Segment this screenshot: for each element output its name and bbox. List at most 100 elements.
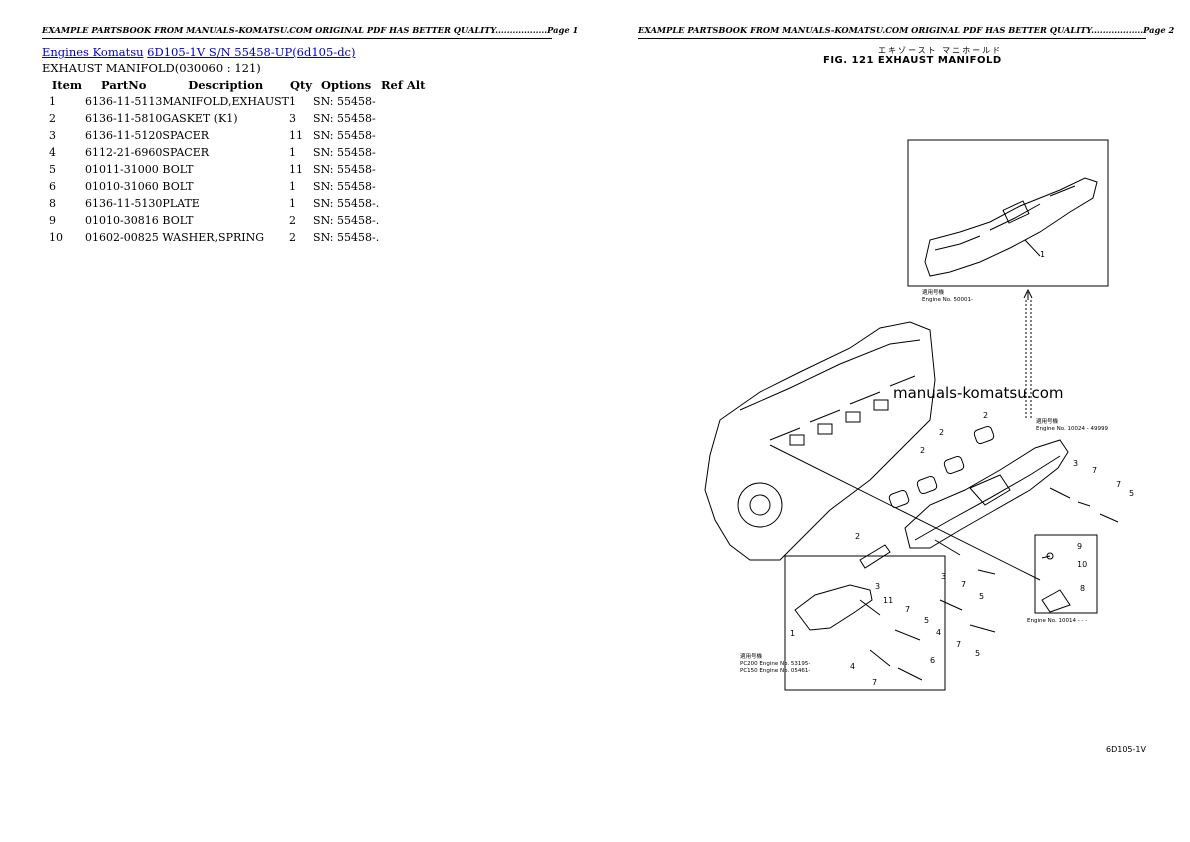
cell-partno: 01011-31000 (85, 163, 159, 176)
callout-label: 5 (924, 616, 930, 625)
callout-label: 2 (983, 411, 989, 420)
cell-options: SN: 55458-. (313, 214, 380, 227)
col-header-options: Options (321, 77, 372, 92)
table-row: 4 6112-21-6960 SPACER 1 SN: 55458- (42, 144, 427, 161)
cell-options: SN: 55458- (313, 95, 376, 108)
gasket (916, 475, 938, 495)
callout-label: 7 (872, 678, 878, 687)
cell-options: SN: 55458- (313, 129, 376, 142)
note-lower-right: Engine No. 10014 - - - (1027, 618, 1088, 624)
cell-partno: 6136-11-5810 (85, 112, 163, 125)
cell-options: SN: 55458- (313, 146, 376, 159)
figure-title: FIG. 121 EXHAUST MANIFOLD (823, 55, 1002, 66)
cell-item: 9 (49, 214, 56, 227)
cell-qty: 11 (289, 129, 304, 142)
callout-label: 4 (850, 662, 856, 671)
manifold-main (904, 439, 1069, 549)
cell-item: 3 (49, 129, 56, 142)
figure-title-japanese: エキゾースト マニホールド (878, 46, 1003, 55)
gasket (888, 489, 910, 509)
arrow-up (1023, 288, 1033, 300)
cell-description: SPACER (162, 129, 210, 142)
table-header-row: Item PartNo Description Qty Options Ref … (42, 76, 427, 93)
callout-label: 3 (941, 572, 947, 581)
watermark: manuals-komatsu.com (893, 384, 1064, 402)
section-subtitle: EXHAUST MANIFOLD(030060 : 121) (42, 61, 261, 75)
table-row: 2 6136-11-5810 GASKET (K1) 3 SN: 55458- (42, 110, 427, 127)
cell-refalt (379, 161, 427, 178)
cell-qty: 3 (289, 112, 297, 125)
callout-label: 1 (790, 629, 796, 638)
callout-label: 5 (1129, 489, 1135, 498)
cell-refalt (379, 212, 427, 229)
callout-label: 3 (1073, 459, 1079, 468)
cell-options: SN: 55458- (313, 112, 376, 125)
cell-item: 5 (49, 163, 56, 176)
callout-label: 8 (1080, 584, 1086, 593)
parts-table: Item PartNo Description Qty Options Ref … (42, 76, 427, 246)
engine-block (704, 321, 936, 561)
callout-label: 5 (975, 649, 981, 658)
table-row: 3 6136-11-5120 SPACER 11 SN: 55458- (42, 127, 427, 144)
cell-description: WASHER,SPRING (162, 231, 265, 244)
callout-label: 10 (1077, 560, 1088, 569)
cell-refalt (379, 229, 427, 246)
callout-label: 4 (936, 628, 942, 637)
cell-partno: 6136-11-5120 (85, 129, 163, 142)
cell-refalt (379, 178, 427, 195)
manifold-top (924, 177, 1098, 277)
model-code: 6D105-1V (1106, 745, 1146, 754)
cell-item: 8 (49, 197, 56, 210)
cell-qty: 2 (289, 214, 297, 227)
cell-partno: 6136-11-5130 (85, 197, 163, 210)
col-header-refalt: Ref Alt (381, 77, 426, 92)
cell-partno: 6136-11-5113 (85, 95, 163, 108)
cell-item: 4 (49, 146, 56, 159)
callout-label: 2 (920, 446, 926, 455)
cell-item: 6 (49, 180, 56, 193)
cell-partno: 6112-21-6960 (85, 146, 163, 159)
cell-options: SN: 55458- (313, 180, 376, 193)
cell-item: 2 (49, 112, 56, 125)
cell-refalt (379, 144, 427, 161)
cell-partno: 01602-00825 (85, 231, 159, 244)
inset-box-lower (784, 555, 946, 691)
cell-description: SPACER (162, 146, 210, 159)
cell-partno: 01010-31060 (85, 180, 159, 193)
cell-refalt (379, 110, 427, 127)
table-row: 5 01011-31000 BOLT 11 SN: 55458- (42, 161, 427, 178)
cell-qty: 1 (289, 95, 297, 108)
table-row: 6 01010-31060 BOLT 1 SN: 55458- (42, 178, 427, 195)
cell-qty: 1 (289, 180, 297, 193)
cell-options: SN: 55458-. (313, 231, 380, 244)
cell-qty: 2 (289, 231, 297, 244)
cell-options: SN: 55458-. (313, 197, 380, 210)
page-header-right: EXAMPLE PARTSBOOK FROM MANUALS-KOMATSU.C… (638, 25, 1174, 39)
col-header-item: Item (51, 77, 83, 92)
cell-description: GASKET (K1) (162, 112, 238, 125)
table-row: 10 01602-00825 WASHER,SPRING 2 SN: 55458… (42, 229, 427, 246)
cell-refalt (379, 195, 427, 212)
breadcrumb-link-model[interactable]: 6D105-1V S/N 55458-UP(6d105-dc) (147, 45, 356, 59)
cell-refalt (379, 93, 427, 110)
cell-description: BOLT (162, 163, 194, 176)
inset-box-right (1034, 534, 1098, 614)
callout-label: 7 (905, 605, 911, 614)
col-header-qty: Qty (290, 77, 313, 92)
gasket (973, 425, 995, 445)
cell-description: MANIFOLD,EXHAUST (162, 95, 290, 108)
breadcrumb-link-engines[interactable]: Engines Komatsu (42, 45, 144, 59)
gasket (943, 455, 965, 475)
cell-description: PLATE (162, 197, 200, 210)
table-row: 8 6136-11-5130 PLATE 1 SN: 55458-. (42, 195, 427, 212)
table-row: 1 6136-11-5113 MANIFOLD,EXHAUST 1 SN: 55… (42, 93, 427, 110)
callout-label: 2 (855, 532, 861, 541)
cell-qty: 1 (289, 146, 297, 159)
callout-label: 7 (1092, 466, 1098, 475)
note-lower-left: 適用号機 PC200 Engine No. 53195- PC150 Engin… (740, 654, 811, 674)
cell-description: BOLT (162, 180, 194, 193)
page-header-left: EXAMPLE PARTSBOOK FROM MANUALS-KOMATSU.C… (42, 25, 578, 39)
cell-qty: 11 (289, 163, 304, 176)
callout-label: 6 (930, 656, 936, 665)
table-row: 9 01010-30816 BOLT 2 SN: 55458-. (42, 212, 427, 229)
